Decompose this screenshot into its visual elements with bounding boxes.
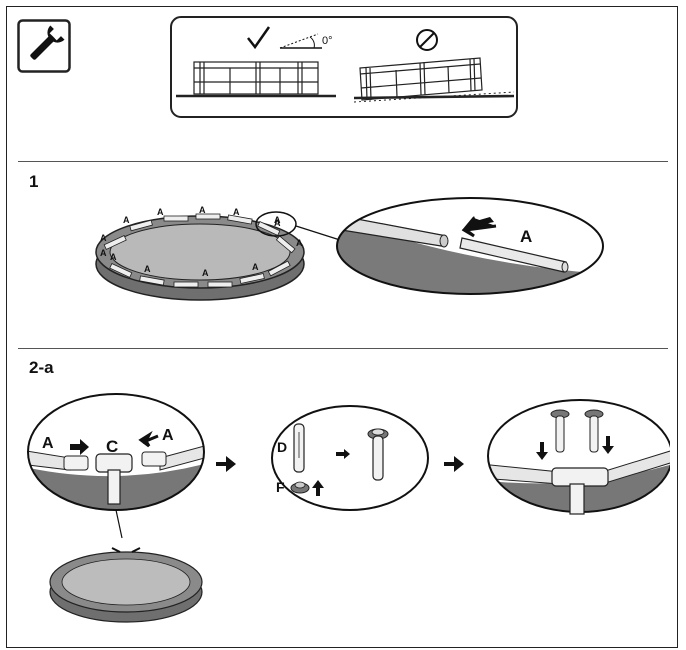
rail-label: A <box>296 238 303 248</box>
rail-label: A <box>199 205 206 215</box>
zoom-label: A <box>520 227 532 246</box>
small-pool-drawing <box>49 547 203 623</box>
rail-label: A <box>157 207 164 217</box>
tool-box <box>17 19 71 73</box>
zoom-callout-step1: A <box>336 197 604 295</box>
level-angle-label: 0° <box>322 35 333 47</box>
connector-callout-left: A C A <box>27 393 205 539</box>
manual-page-frame <box>6 6 678 648</box>
step-number: 1 <box>29 172 39 191</box>
rail-label: A <box>233 207 240 217</box>
rail-label: A <box>144 264 151 274</box>
parts-callout-middle: D F <box>271 405 429 511</box>
tilted-pool-drawing <box>353 57 515 103</box>
arrow-up-icon <box>312 480 324 496</box>
wrench-icon <box>17 19 71 73</box>
step1-illustration: A A A A A A A A A A A A A <box>90 196 670 306</box>
pool-drawing: A A A A A A A A A A A A A <box>95 205 341 301</box>
arrow-down-icon <box>602 436 614 454</box>
rail-label: A <box>123 215 130 225</box>
rail-label: A <box>100 248 107 258</box>
label-c: C <box>106 437 118 456</box>
label-a: A <box>162 427 174 444</box>
section-divider <box>18 348 668 349</box>
prohibited-icon <box>416 29 438 51</box>
arrow-right-icon <box>216 456 236 472</box>
rail-label: A <box>274 218 281 228</box>
step-number: 2-a <box>29 358 54 377</box>
arrow-left-icon <box>138 430 159 448</box>
label-f: F <box>276 479 285 495</box>
arrow-down-icon <box>536 442 548 460</box>
level-pool-drawing <box>176 61 336 98</box>
step2a-illustration: A C A D F <box>20 392 673 637</box>
label-d: D <box>277 439 287 455</box>
connector-c <box>95 453 133 473</box>
rail-label: A <box>110 252 117 262</box>
assembly-callout-right <box>487 399 673 515</box>
rail-label: A <box>252 262 259 272</box>
rail-label: A <box>274 215 281 225</box>
checkmark-icon <box>247 26 271 50</box>
angle-indicator <box>279 33 322 49</box>
leveling-diagram: 0° <box>170 16 518 118</box>
rail-label: A <box>100 233 107 243</box>
arrow-right-icon <box>444 456 464 472</box>
arrow-right-icon <box>70 439 89 455</box>
arrow-right-icon <box>336 449 350 459</box>
rail-label: A <box>202 268 209 278</box>
label-a: A <box>42 435 54 452</box>
section-divider <box>18 161 668 162</box>
